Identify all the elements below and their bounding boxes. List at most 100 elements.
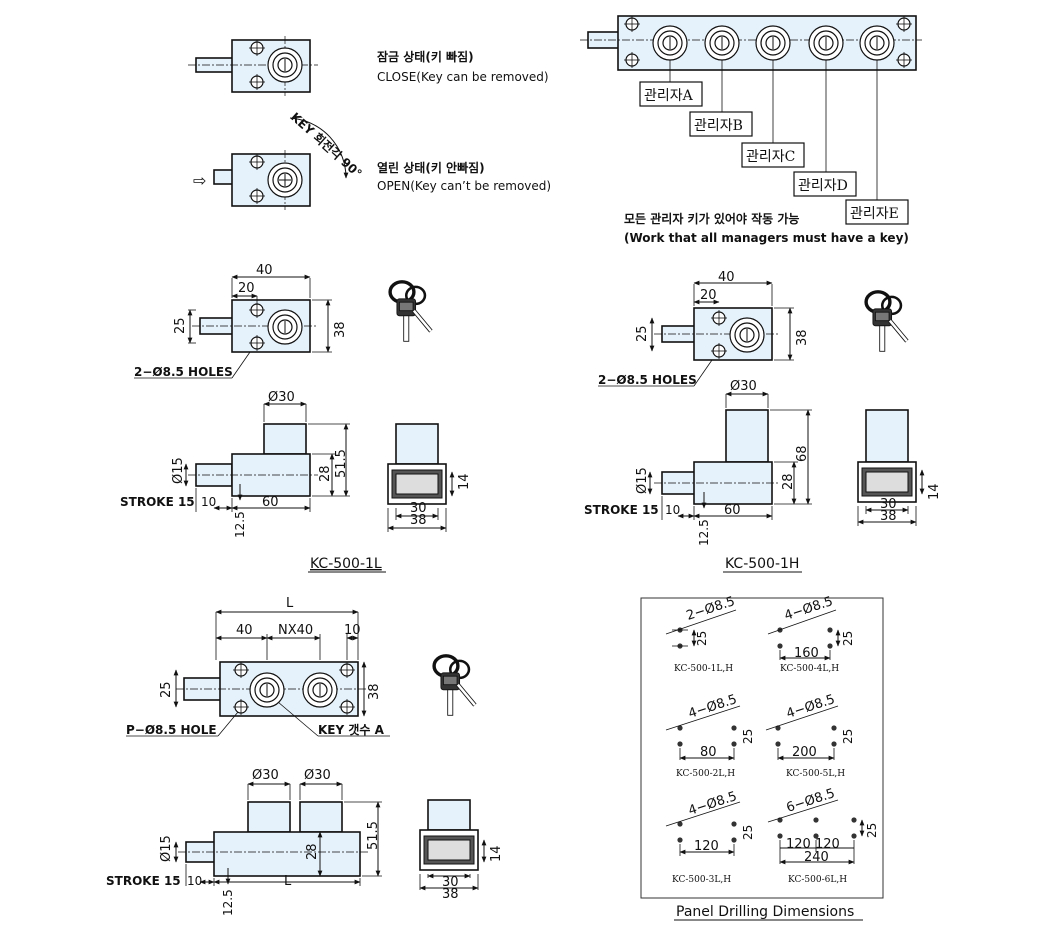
panel-5-span: 120 <box>694 839 719 854</box>
panel-2-dim: 25 <box>841 631 855 646</box>
manager-d-label: 관리자D <box>798 178 848 194</box>
open-state-en: OPEN(Key can’t be removed) <box>377 179 551 193</box>
kc1h-dim-25: 25 <box>635 325 650 342</box>
close-state-en: CLOSE(Key can be removed) <box>377 70 549 84</box>
managers-note-en: (Work that all managers must have a key) <box>624 231 909 245</box>
kc1h-dim-12-5: 12.5 <box>697 519 711 546</box>
kc1l-stroke: STROKE 15 <box>120 495 195 509</box>
panel-item-2 <box>767 609 841 661</box>
manager-e-box <box>845 199 909 225</box>
manager-c-label: 관리자C <box>746 149 795 165</box>
kc1h-stroke: STROKE 15 <box>584 503 659 517</box>
multi-holes-label: P−Ø8.5 HOLE <box>126 723 217 737</box>
kc1h-dia30: Ø30 <box>730 379 757 394</box>
panel-2-span: 160 <box>794 646 819 661</box>
panel-3-model: KC-500-2L,H <box>676 769 735 779</box>
manager-e-label: 관리자E <box>850 206 899 222</box>
open-state-ko: 열린 상태(키 안빠짐) <box>377 160 485 175</box>
multi-dim-L: L <box>286 596 294 611</box>
kc1h-dia15: Ø15 <box>635 467 650 494</box>
close-state-ko: 잠금 상태(키 빠짐) <box>377 49 474 64</box>
kc1l-dim-28: 28 <box>318 465 333 482</box>
multi-key-icon <box>434 656 475 716</box>
multi-dia30-a: Ø30 <box>252 768 279 783</box>
kc1l-dim-40: 40 <box>256 263 273 278</box>
panel-item-3 <box>665 705 741 761</box>
panel-6-span: 120 120 <box>786 837 840 852</box>
kc1l-side-30: 30 <box>410 501 427 516</box>
multi-dim-25: 25 <box>159 681 174 698</box>
multi-dim-10b: 10 <box>187 874 202 888</box>
panel-6-span2: 240 <box>804 850 829 865</box>
kc1l-dim-60: 60 <box>262 495 279 510</box>
kc1l-dim-25: 25 <box>173 317 188 334</box>
panel-5-dim: 25 <box>741 825 755 840</box>
kc1l-holes-label: 2−Ø8.5 HOLES <box>134 365 233 379</box>
managers-note-ko: 모든 관리자 키가 있어야 작동 가능 <box>624 211 799 226</box>
panel-item-1 <box>665 609 737 649</box>
kc1l-dim-20: 20 <box>238 281 255 296</box>
multi-key-lock-top-view <box>580 15 922 200</box>
kc1l-dia30: Ø30 <box>268 390 295 405</box>
multi-dim-L-bottom: L <box>284 874 292 889</box>
kc-500-1l-front-view <box>183 401 350 512</box>
push-arrow-icon: ⇨ <box>193 171 206 190</box>
kc1l-dim-10: 10 <box>201 495 216 509</box>
multi-dim-51-5: 51.5 <box>366 821 381 850</box>
multi-dim-12-5: 12.5 <box>221 889 235 916</box>
kc1l-dim-12-5: 12.5 <box>233 511 247 538</box>
multi-side-30: 30 <box>442 875 459 890</box>
kc1h-side-14: 14 <box>927 483 942 500</box>
panel-item-5 <box>665 801 741 856</box>
multi-stroke: STROKE 15 <box>106 874 181 888</box>
panel-5-model: KC-500-3L,H <box>672 875 731 885</box>
kc1l-dim-38: 38 <box>333 321 348 338</box>
kc1l-side-38: 38 <box>410 513 427 528</box>
kc1h-dim-28: 28 <box>781 473 796 490</box>
multi-dim-10: 10 <box>344 623 361 638</box>
multi-dim-40: 40 <box>236 623 253 638</box>
multi-dia30-b: Ø30 <box>304 768 331 783</box>
manager-a-box <box>639 81 703 107</box>
panel-3-span: 80 <box>700 745 717 760</box>
panel-3-dim: 25 <box>741 729 755 744</box>
kc1h-holes-label: 2−Ø8.5 HOLES <box>598 373 697 387</box>
panel-4-span: 200 <box>792 745 817 760</box>
multi-dim-28: 28 <box>305 843 320 860</box>
manager-d-box <box>793 171 857 197</box>
kc1l-dia15: Ø15 <box>171 457 186 484</box>
panel-1-dim: 25 <box>695 631 709 646</box>
kc1h-key-icon <box>866 292 907 352</box>
kc-500-multi-front-view <box>173 781 382 886</box>
kc-500-1h-title: KC-500-1H <box>725 556 799 572</box>
kc1h-side-38: 38 <box>880 509 897 524</box>
panel-4-model: KC-500-5L,H <box>786 769 845 779</box>
panel-6-dim: 25 <box>865 823 879 838</box>
panel-drilling-title: Panel Drilling Dimensions <box>676 904 854 920</box>
multi-side-14: 14 <box>489 845 504 862</box>
kc-500-multi-top-view <box>126 609 390 737</box>
kc1h-side-30: 30 <box>880 497 897 512</box>
manager-c-box <box>741 142 805 168</box>
kc-500-1l-title: KC-500-1L <box>310 556 382 572</box>
kc1h-dim-40: 40 <box>718 270 735 285</box>
multi-side-38: 38 <box>442 887 459 902</box>
multi-dim-38: 38 <box>367 683 382 700</box>
kc1l-key-icon <box>390 282 431 342</box>
kc1l-dim-51-5: 51.5 <box>334 449 349 478</box>
kc-500-1h-top-view <box>598 280 794 387</box>
multi-side-view <box>419 799 487 891</box>
kc1h-dim-20: 20 <box>700 288 717 303</box>
panel-2-model: KC-500-4L,H <box>780 664 839 674</box>
kc-500-1h-front-view <box>647 391 812 520</box>
manager-b-label: 관리자B <box>694 118 743 134</box>
kc1l-side-14: 14 <box>457 473 472 490</box>
kc1l-side-view <box>387 423 455 532</box>
panel-4-dim: 25 <box>841 729 855 744</box>
kc1h-dim-60: 60 <box>724 503 741 518</box>
multi-keys-label: KEY 갯수 A <box>318 722 385 737</box>
lock-state-close-drawing <box>188 36 318 96</box>
panel-6-model: KC-500-6L,H <box>788 875 847 885</box>
